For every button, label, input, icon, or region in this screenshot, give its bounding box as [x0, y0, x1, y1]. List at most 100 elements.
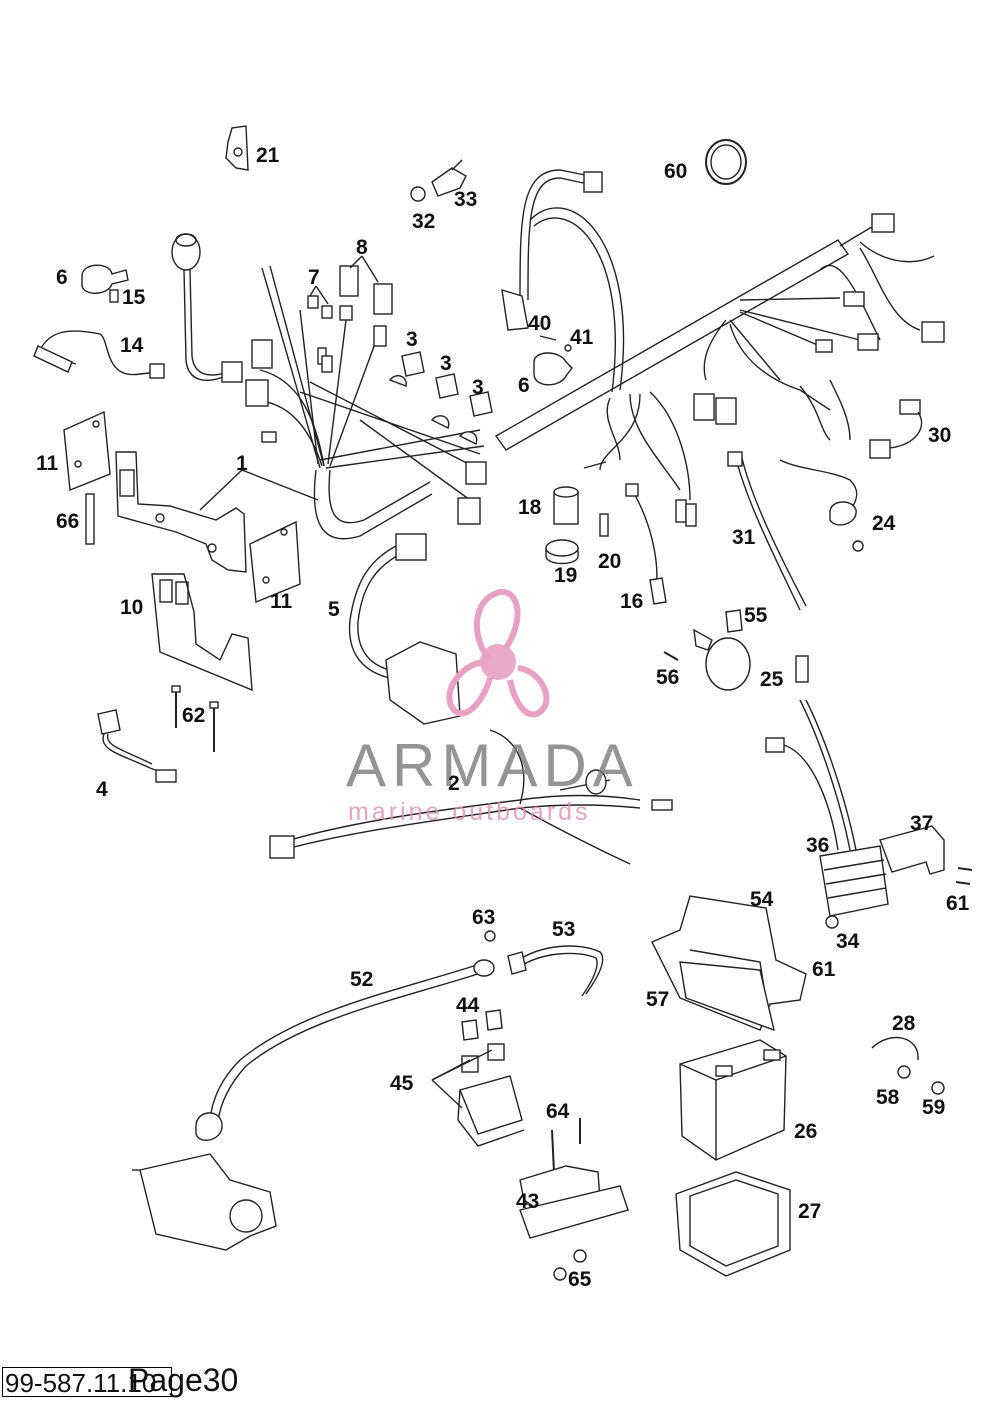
part-long-harness — [494, 213, 945, 527]
part-24-sensor — [779, 459, 864, 552]
part-labels: 1 1 2 3 3 3 4 5 6 6 7 8 10 11 11 14 15 1… — [36, 144, 970, 1291]
label-part-45: 45 — [390, 1072, 414, 1095]
label-part-61: 61 — [946, 892, 970, 915]
label-part-15: 15 — [122, 286, 146, 309]
part-56-bolt — [663, 651, 679, 661]
part-starter-motor — [132, 1153, 277, 1251]
label-part-2: 2 — [448, 772, 460, 795]
part-60-clamp — [705, 139, 747, 185]
label-part-11: 11 — [36, 452, 59, 475]
part-2-harness — [269, 729, 673, 865]
part-14-sensor — [33, 330, 165, 379]
part-7-connectors — [307, 295, 353, 373]
label-part-6: 6 — [56, 266, 68, 289]
label-part-60: 60 — [664, 160, 687, 183]
part-37-bracket — [879, 825, 945, 875]
label-part-5: 5 — [328, 598, 340, 621]
part-52-cable — [195, 959, 495, 1142]
part-4-cable — [97, 709, 177, 783]
label-part-3: 3 — [440, 352, 452, 375]
label-part-37: 37 — [910, 812, 933, 835]
label-part-1: 1 — [236, 452, 248, 475]
label-part-52: 52 — [350, 968, 373, 991]
label-part-36: 36 — [806, 834, 829, 857]
part-44-gaskets — [461, 1009, 503, 1041]
label-part-24: 24 — [872, 512, 896, 535]
label-part-53: 53 — [552, 918, 575, 941]
label-part-3: 3 — [406, 328, 418, 351]
part-11-plate-left — [63, 410, 111, 491]
label-part-33: 33 — [454, 188, 477, 211]
part-6-clip — [81, 264, 129, 303]
part-32-33-sensor — [410, 159, 467, 202]
part-8-connectors — [339, 265, 393, 347]
label-part-57: 57 — [646, 988, 669, 1011]
part-ignition-cable — [501, 169, 625, 393]
label-part-62: 62 — [182, 704, 205, 727]
label-part-32: 32 — [412, 210, 435, 233]
label-part-64: 64 — [546, 1100, 570, 1123]
label-part-6: 6 — [518, 374, 530, 397]
label-part-21: 21 — [256, 144, 280, 167]
part-27-tray — [675, 1171, 791, 1277]
part-coil-sensor — [171, 233, 243, 383]
label-part-30: 30 — [928, 424, 951, 447]
part-63-screw — [484, 930, 496, 942]
label-part-26: 26 — [794, 1120, 817, 1143]
part-62-bolts — [171, 685, 219, 752]
part-26-battery — [679, 1039, 787, 1161]
part-28-cable — [871, 1036, 945, 1095]
part-30-connectors — [869, 399, 923, 459]
part-34-nut — [825, 915, 839, 929]
label-part-41: 41 — [570, 326, 594, 349]
label-part-65: 65 — [568, 1268, 592, 1291]
part-3-gaskets — [388, 351, 493, 445]
label-part-28: 28 — [892, 1012, 916, 1035]
watermark: ARMADA marine outboards — [346, 588, 639, 826]
label-part-7: 7 — [308, 266, 320, 289]
part-45-relay — [457, 1043, 525, 1147]
footer-page-number: Page30 — [128, 1362, 239, 1398]
label-part-63: 63 — [472, 906, 495, 929]
label-part-55: 55 — [744, 604, 768, 627]
label-part-31: 31 — [732, 526, 756, 549]
part-66-strip — [85, 493, 95, 545]
part-31-wire — [727, 451, 807, 611]
label-part-4: 4 — [96, 778, 108, 801]
part-57-strip — [679, 961, 775, 1032]
part-43-bracket — [519, 1165, 629, 1239]
part-55-clip — [725, 609, 743, 633]
label-part-44: 44 — [456, 994, 480, 1017]
part-40-41-6 — [533, 335, 573, 386]
label-part-58: 58 — [876, 1086, 900, 1109]
footer-code: 99-587.11.10 — [2, 1367, 172, 1397]
label-part-19: 19 — [554, 564, 577, 587]
watermark-brand: ARMADA — [346, 732, 639, 799]
part-36-regulator — [765, 655, 889, 917]
propeller-logo — [446, 588, 550, 718]
part-21-bracket — [225, 125, 249, 171]
part-64-bolts — [551, 1118, 581, 1173]
label-part-66: 66 — [56, 510, 79, 533]
part-25-horn — [693, 628, 751, 691]
part-11-plate-right — [249, 520, 301, 604]
leader-lines — [199, 255, 493, 1109]
label-part-43: 43 — [516, 1190, 539, 1213]
part-19-ring — [545, 539, 579, 565]
label-part-25: 25 — [760, 668, 784, 691]
label-part-61: 61 — [812, 958, 836, 981]
label-part-10: 10 — [120, 596, 143, 619]
label-part-8: 8 — [356, 236, 368, 259]
part-18-capacitor — [553, 486, 579, 525]
part-53-cable — [507, 945, 604, 997]
part-bracket-main — [115, 451, 247, 573]
label-part-59: 59 — [922, 1096, 945, 1119]
part-5-switch — [348, 533, 461, 725]
label-part-56: 56 — [656, 666, 679, 689]
label-part-18: 18 — [518, 496, 542, 519]
part-10-plate — [151, 573, 253, 692]
label-part-54: 54 — [750, 888, 774, 911]
part-61-screws — [955, 867, 973, 885]
label-part-20: 20 — [598, 550, 621, 573]
